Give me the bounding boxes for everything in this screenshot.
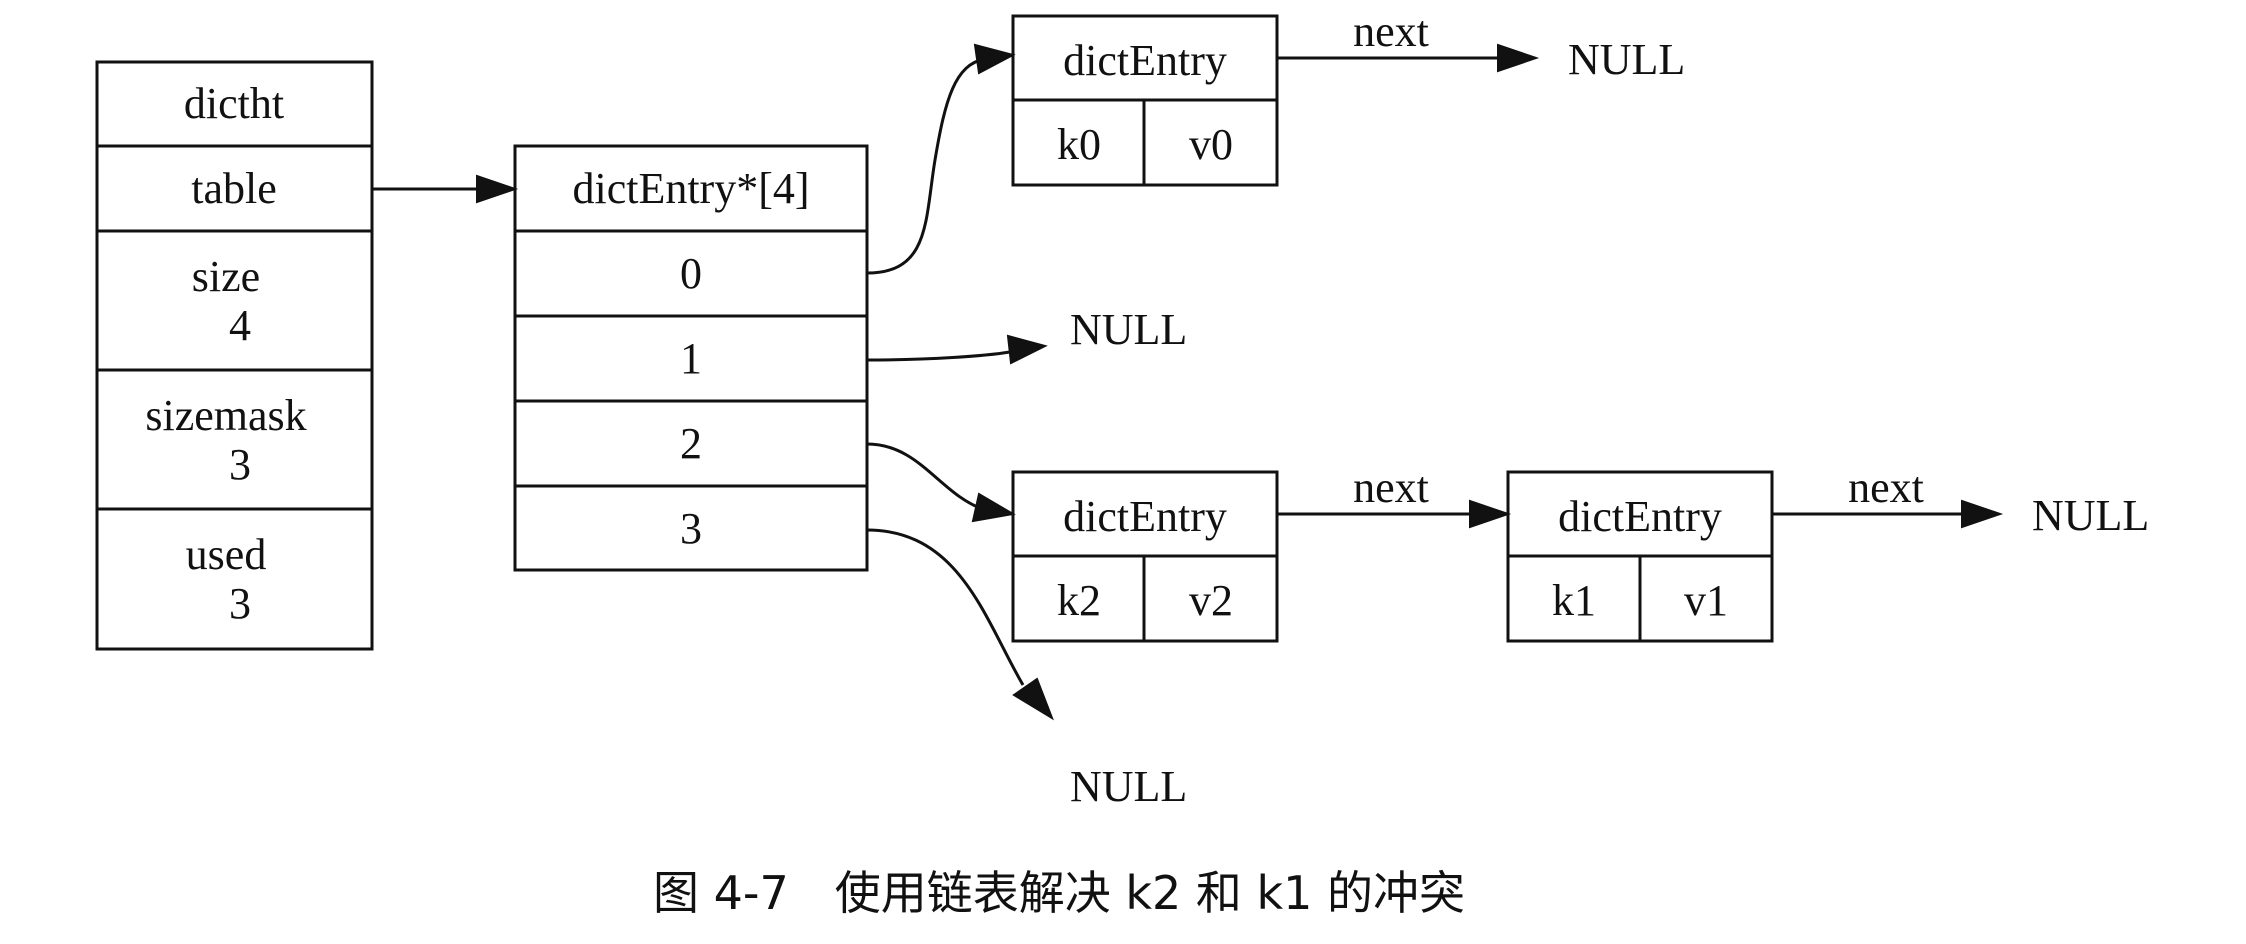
null-label: NULL — [2032, 491, 2149, 540]
bucket-slot-3: 3 — [680, 504, 702, 553]
null-label: NULL — [1070, 762, 1187, 811]
edge-slot2-to-entry-k2 — [866, 442, 1016, 523]
dictht-node: dictht table size 4 sizemask 3 used 3 — [95, 60, 374, 651]
dictht-header: dictht — [184, 79, 284, 128]
edge-slot0-to-entry-k0 — [866, 43, 1016, 275]
edge-entry-k1-next: next — [1772, 463, 2004, 529]
dict-entry-key: k0 — [1057, 120, 1101, 169]
dictht-used-label: used — [186, 530, 267, 579]
arrowhead-icon — [1497, 43, 1540, 73]
dictht-used-value: 3 — [229, 579, 251, 628]
dict-entry-value: v0 — [1189, 120, 1233, 169]
dictht-sizemask-label: sizemask — [145, 391, 306, 440]
dictht-sizemask-value: 3 — [229, 440, 251, 489]
next-edge-label: next — [1848, 463, 1924, 512]
bucket-slot-1: 1 — [680, 334, 702, 383]
dict-entry-header: dictEntry — [1063, 492, 1227, 541]
dict-entry-header: dictEntry — [1063, 36, 1227, 85]
bucket-array-header: dictEntry*[4] — [572, 164, 809, 213]
dict-entry-k0: dictEntry k0 v0 — [1011, 14, 1279, 187]
dict-entry-k1: dictEntry k1 v1 — [1506, 470, 1774, 643]
dict-entry-key: k2 — [1057, 576, 1101, 625]
dict-entry-value: v1 — [1684, 576, 1728, 625]
edge-slot3-to-null — [866, 528, 1054, 721]
edge-entry-k0-next: next — [1277, 7, 1540, 73]
arrowhead-icon — [476, 174, 519, 204]
arrowhead-icon — [1961, 499, 2004, 529]
dictht-table-field: table — [191, 164, 277, 213]
arrowhead-icon — [971, 492, 1016, 523]
bucket-array-box — [513, 144, 869, 572]
null-label: NULL — [1568, 35, 1685, 84]
arrowhead-icon — [1006, 334, 1048, 365]
dictht-box — [95, 60, 374, 651]
edge-entry-k2-next: next — [1277, 463, 1512, 529]
arrowhead-icon — [973, 43, 1016, 75]
dict-entry-header: dictEntry — [1558, 492, 1722, 541]
dictht-size-label: size — [192, 252, 260, 301]
arrowhead-icon — [1469, 499, 1512, 529]
arrowhead-icon — [1012, 677, 1054, 721]
edge-table-to-bucket-array — [372, 174, 519, 204]
null-label: NULL — [1070, 305, 1187, 354]
dict-entry-value: v2 — [1189, 576, 1233, 625]
dict-entry-k2: dictEntry k2 v2 — [1011, 470, 1279, 643]
next-edge-label: next — [1353, 463, 1429, 512]
bucket-slot-2: 2 — [680, 419, 702, 468]
figure-caption: 图 4-7 使用链表解决 k2 和 k1 的冲突 — [653, 866, 1465, 920]
edge-slot1-to-null — [866, 334, 1048, 365]
dictht-size-value: 4 — [229, 301, 251, 350]
dict-entry-key: k1 — [1552, 576, 1596, 625]
bucket-slot-0: 0 — [680, 249, 702, 298]
next-edge-label: next — [1353, 7, 1429, 56]
bucket-array-node: dictEntry*[4] 0 1 2 3 — [513, 144, 869, 572]
